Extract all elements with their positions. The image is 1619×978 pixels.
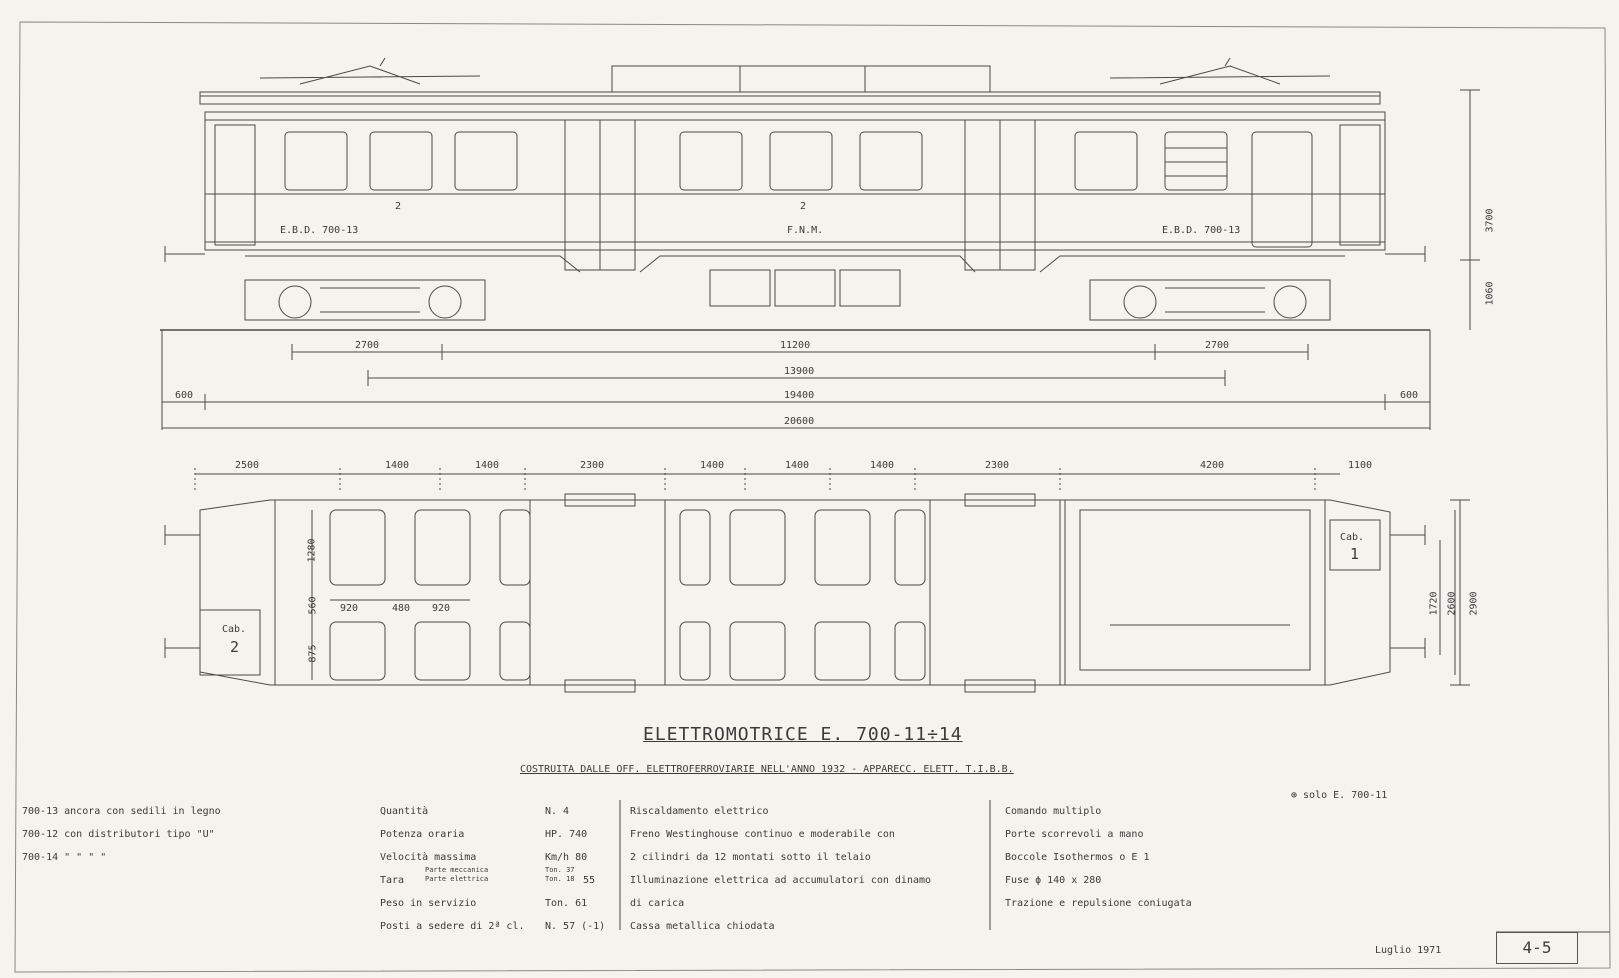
page-number: 4-5 [1496, 932, 1578, 964]
bogie-right [1089, 279, 1331, 321]
spec-value: HP. 740 [545, 829, 588, 840]
spec-value: N. 57 (-1) [545, 921, 606, 932]
feature-line: Porte scorrevoli a mano [1005, 829, 1144, 840]
footnote: ⊕ solo E. 700-11 [1291, 790, 1388, 801]
cab2-number: 2 [230, 638, 240, 656]
spec-values: N. 4 HP. 740 Km/h 80 55 Ton. 61 N. 57 (-… [545, 800, 605, 938]
dim-height-floor: 1060 [1484, 281, 1496, 306]
plan-dim-7: 1400 [870, 460, 895, 471]
feature-line: di carica [630, 898, 685, 909]
cab1-number: 1 [1350, 545, 1360, 563]
feature-line: Freno Westinghouse continuo e moderabile… [630, 829, 895, 840]
tara-ton: Ton. 18 [545, 875, 575, 883]
plan-dim-3: 1400 [475, 460, 500, 471]
drawing-subtitle: COSTRUITA DALLE OFF. ELETTROFERROVIARIE … [520, 764, 1014, 775]
tara-tons: Ton. 37 Ton. 18 [545, 866, 575, 884]
feature-line: Boccole Isothermos o E 1 [1005, 852, 1150, 863]
plan-dim-8: 2300 [985, 460, 1010, 471]
date-label: Luglio 1971 [1375, 945, 1442, 956]
spec-label: Velocità massima [380, 852, 477, 863]
tara-parts: Parte meccanica Parte elettrica [425, 866, 488, 884]
dim-pivots: 13900 [784, 366, 815, 377]
class-label-center: 2 [800, 201, 807, 212]
plan-dim-4: 2300 [580, 460, 605, 471]
feature-line: Riscaldamento elettrico [630, 806, 769, 817]
cab1-word: Cab. [1340, 532, 1365, 543]
dim-overhang-right: 600 [1400, 390, 1419, 401]
dim-bogie-left: 2700 [355, 340, 380, 351]
tara-part: Parte elettrica [425, 875, 489, 883]
dim-seat-w2: 920 [432, 603, 451, 614]
drawing-title: ELETTROMOTRICE E. 700-11÷14 [643, 724, 963, 745]
feature-line: Comando multiplo [1005, 806, 1102, 817]
note-line: 700-12 con distributori tipo "U" [22, 829, 215, 840]
features-col1: Riscaldamento elettrico Freno Westinghou… [630, 800, 931, 938]
feature-line: Fuse ϕ 140 x 280 [1005, 875, 1102, 886]
car-label-center: F.N.M. [787, 225, 824, 236]
dim-bogie-center: 11200 [780, 340, 811, 351]
plan-dim-6: 1400 [785, 460, 810, 471]
notes-left: 700-13 ancora con sedili in legno 700-12… [22, 800, 221, 869]
spec-label: Tara [380, 875, 405, 886]
dim-seat-1280: 1280 [306, 538, 318, 563]
dim-width-1720: 1720 [1428, 591, 1440, 616]
bogie-left [244, 279, 486, 321]
dim-seat-w1: 920 [340, 603, 359, 614]
note-line: 700-14 " " " " [22, 852, 107, 863]
dim-width-2600: 2600 [1446, 591, 1458, 616]
class-label-left: 2 [395, 201, 402, 212]
dim-over-body: 19400 [784, 390, 815, 401]
tara-ton: Ton. 37 [545, 866, 575, 874]
spec-label: Posti a sedere di 2ª cl. [380, 921, 525, 932]
spec-label: Peso in servizio [380, 898, 477, 909]
feature-line: Trazione e repulsione coniugata [1005, 898, 1192, 909]
dim-height-total: 3700 [1484, 208, 1496, 233]
side-view [160, 57, 1480, 430]
dim-overhang-left: 600 [175, 390, 194, 401]
plan-dim-10: 1100 [1348, 460, 1373, 471]
plan-view [164, 468, 1470, 693]
feature-line: Illuminazione elettrica ad accumulatori … [630, 875, 932, 886]
dim-seat-560: 560 [307, 596, 319, 615]
dim-bogie-right: 2700 [1205, 340, 1230, 351]
cab2-word: Cab. [222, 624, 247, 635]
dim-seat-aisle: 480 [392, 603, 411, 614]
plan-dim-2: 1400 [385, 460, 410, 471]
dim-over-buffers: 20600 [784, 416, 815, 427]
plan-dim-5: 1400 [700, 460, 725, 471]
spec-labels: Quantità Potenza oraria Velocità massima… [380, 800, 525, 938]
features-col2: Comando multiplo Porte scorrevoli a mano… [1005, 800, 1192, 915]
spec-value: Ton. 61 [545, 898, 588, 909]
spec-label: Quantità [380, 806, 429, 817]
spec-value: N. 4 [545, 806, 570, 817]
plan-dim-9: 4200 [1200, 460, 1225, 471]
car-label-left: E.B.D. 700-13 [280, 225, 359, 236]
note-line: 700-13 ancora con sedili in legno [22, 806, 221, 817]
sheet-border [14, 21, 1611, 973]
car-label-right: E.B.D. 700-13 [1162, 225, 1241, 236]
spec-label: Potenza oraria [380, 829, 465, 840]
feature-line: 2 cilindri da 12 montati sotto il telaio [630, 852, 871, 863]
spec-value: 55 [583, 875, 596, 886]
tara-part: Parte meccanica [425, 866, 489, 874]
spec-value: Km/h 80 [545, 852, 588, 863]
plan-dim-1: 2500 [235, 460, 260, 471]
feature-line: Cassa metallica chiodata [630, 921, 775, 932]
dim-seat-875: 875 [307, 644, 319, 663]
dim-width-2900: 2900 [1468, 591, 1480, 616]
